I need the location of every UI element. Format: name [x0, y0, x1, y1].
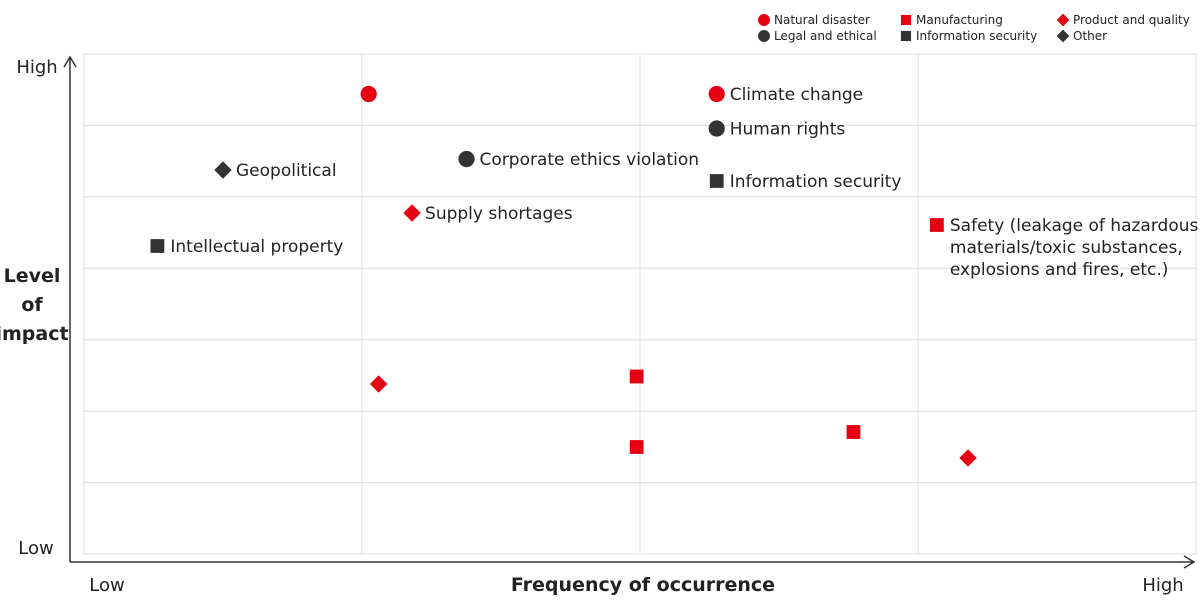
- x-axis-arrow: [1183, 555, 1196, 569]
- axes: High Low Low High Frequency of occurrenc…: [0, 55, 1196, 596]
- point-label: Geopolitical: [236, 161, 337, 181]
- point-manufacturing: [629, 440, 644, 454]
- point-label: materials/toxic substances,: [950, 238, 1183, 258]
- point-legal: [458, 150, 475, 168]
- y-high-label: High: [16, 57, 57, 78]
- point-product: [959, 449, 977, 467]
- x-high-label: High: [1142, 575, 1183, 596]
- point-label: Safety (leakage of hazardous: [950, 216, 1199, 236]
- point-infosec: [150, 239, 165, 253]
- point-product: [369, 375, 388, 393]
- point-infosec: [709, 174, 724, 188]
- legend-label-natural: Natural disaster: [774, 13, 870, 27]
- point-label: Corporate ethics violation: [480, 150, 700, 170]
- legend-label-manufacturing: Manufacturing: [916, 13, 1003, 27]
- point-other: [214, 161, 232, 179]
- y-axis-arrow: [63, 55, 77, 68]
- y-low-label: Low: [18, 538, 53, 559]
- point-label: Climate change: [730, 85, 863, 105]
- point-label: Human rights: [730, 120, 846, 140]
- y-axis-title-line-3: impact: [0, 323, 69, 345]
- y-axis-title-line-1: Level: [4, 265, 61, 287]
- point-manufacturing: [629, 369, 644, 384]
- legend-label-legal: Legal and ethical: [774, 29, 877, 43]
- legend-marker-infosec: [900, 30, 912, 42]
- legend-marker-natural: [758, 14, 770, 26]
- legend-label-other: Other: [1073, 29, 1107, 43]
- legend-marker-legal: [758, 30, 770, 42]
- legend-label-product: Product and quality: [1073, 13, 1190, 27]
- point-legal: [708, 120, 725, 137]
- x-axis-title: Frequency of occurrence: [511, 574, 775, 596]
- point-natural: [360, 85, 377, 103]
- point-label: explosions and fires, etc.): [950, 260, 1169, 280]
- x-low-label: Low: [89, 575, 124, 596]
- legend-marker-product: [1056, 13, 1070, 27]
- point-manufacturing: [930, 218, 944, 232]
- legend-label-infosec: Information security: [916, 29, 1037, 43]
- point-label: Intellectual property: [170, 237, 343, 257]
- y-axis-title-line-2: of: [21, 294, 43, 316]
- point-label: Supply shortages: [425, 204, 573, 224]
- point-manufacturing: [846, 425, 861, 439]
- grid: [83, 53, 1197, 555]
- point-product: [403, 204, 421, 222]
- legend-marker-other: [1056, 29, 1070, 43]
- legend-marker-manufacturing: [900, 14, 912, 26]
- point-natural: [708, 85, 725, 103]
- point-label: Information security: [730, 172, 902, 192]
